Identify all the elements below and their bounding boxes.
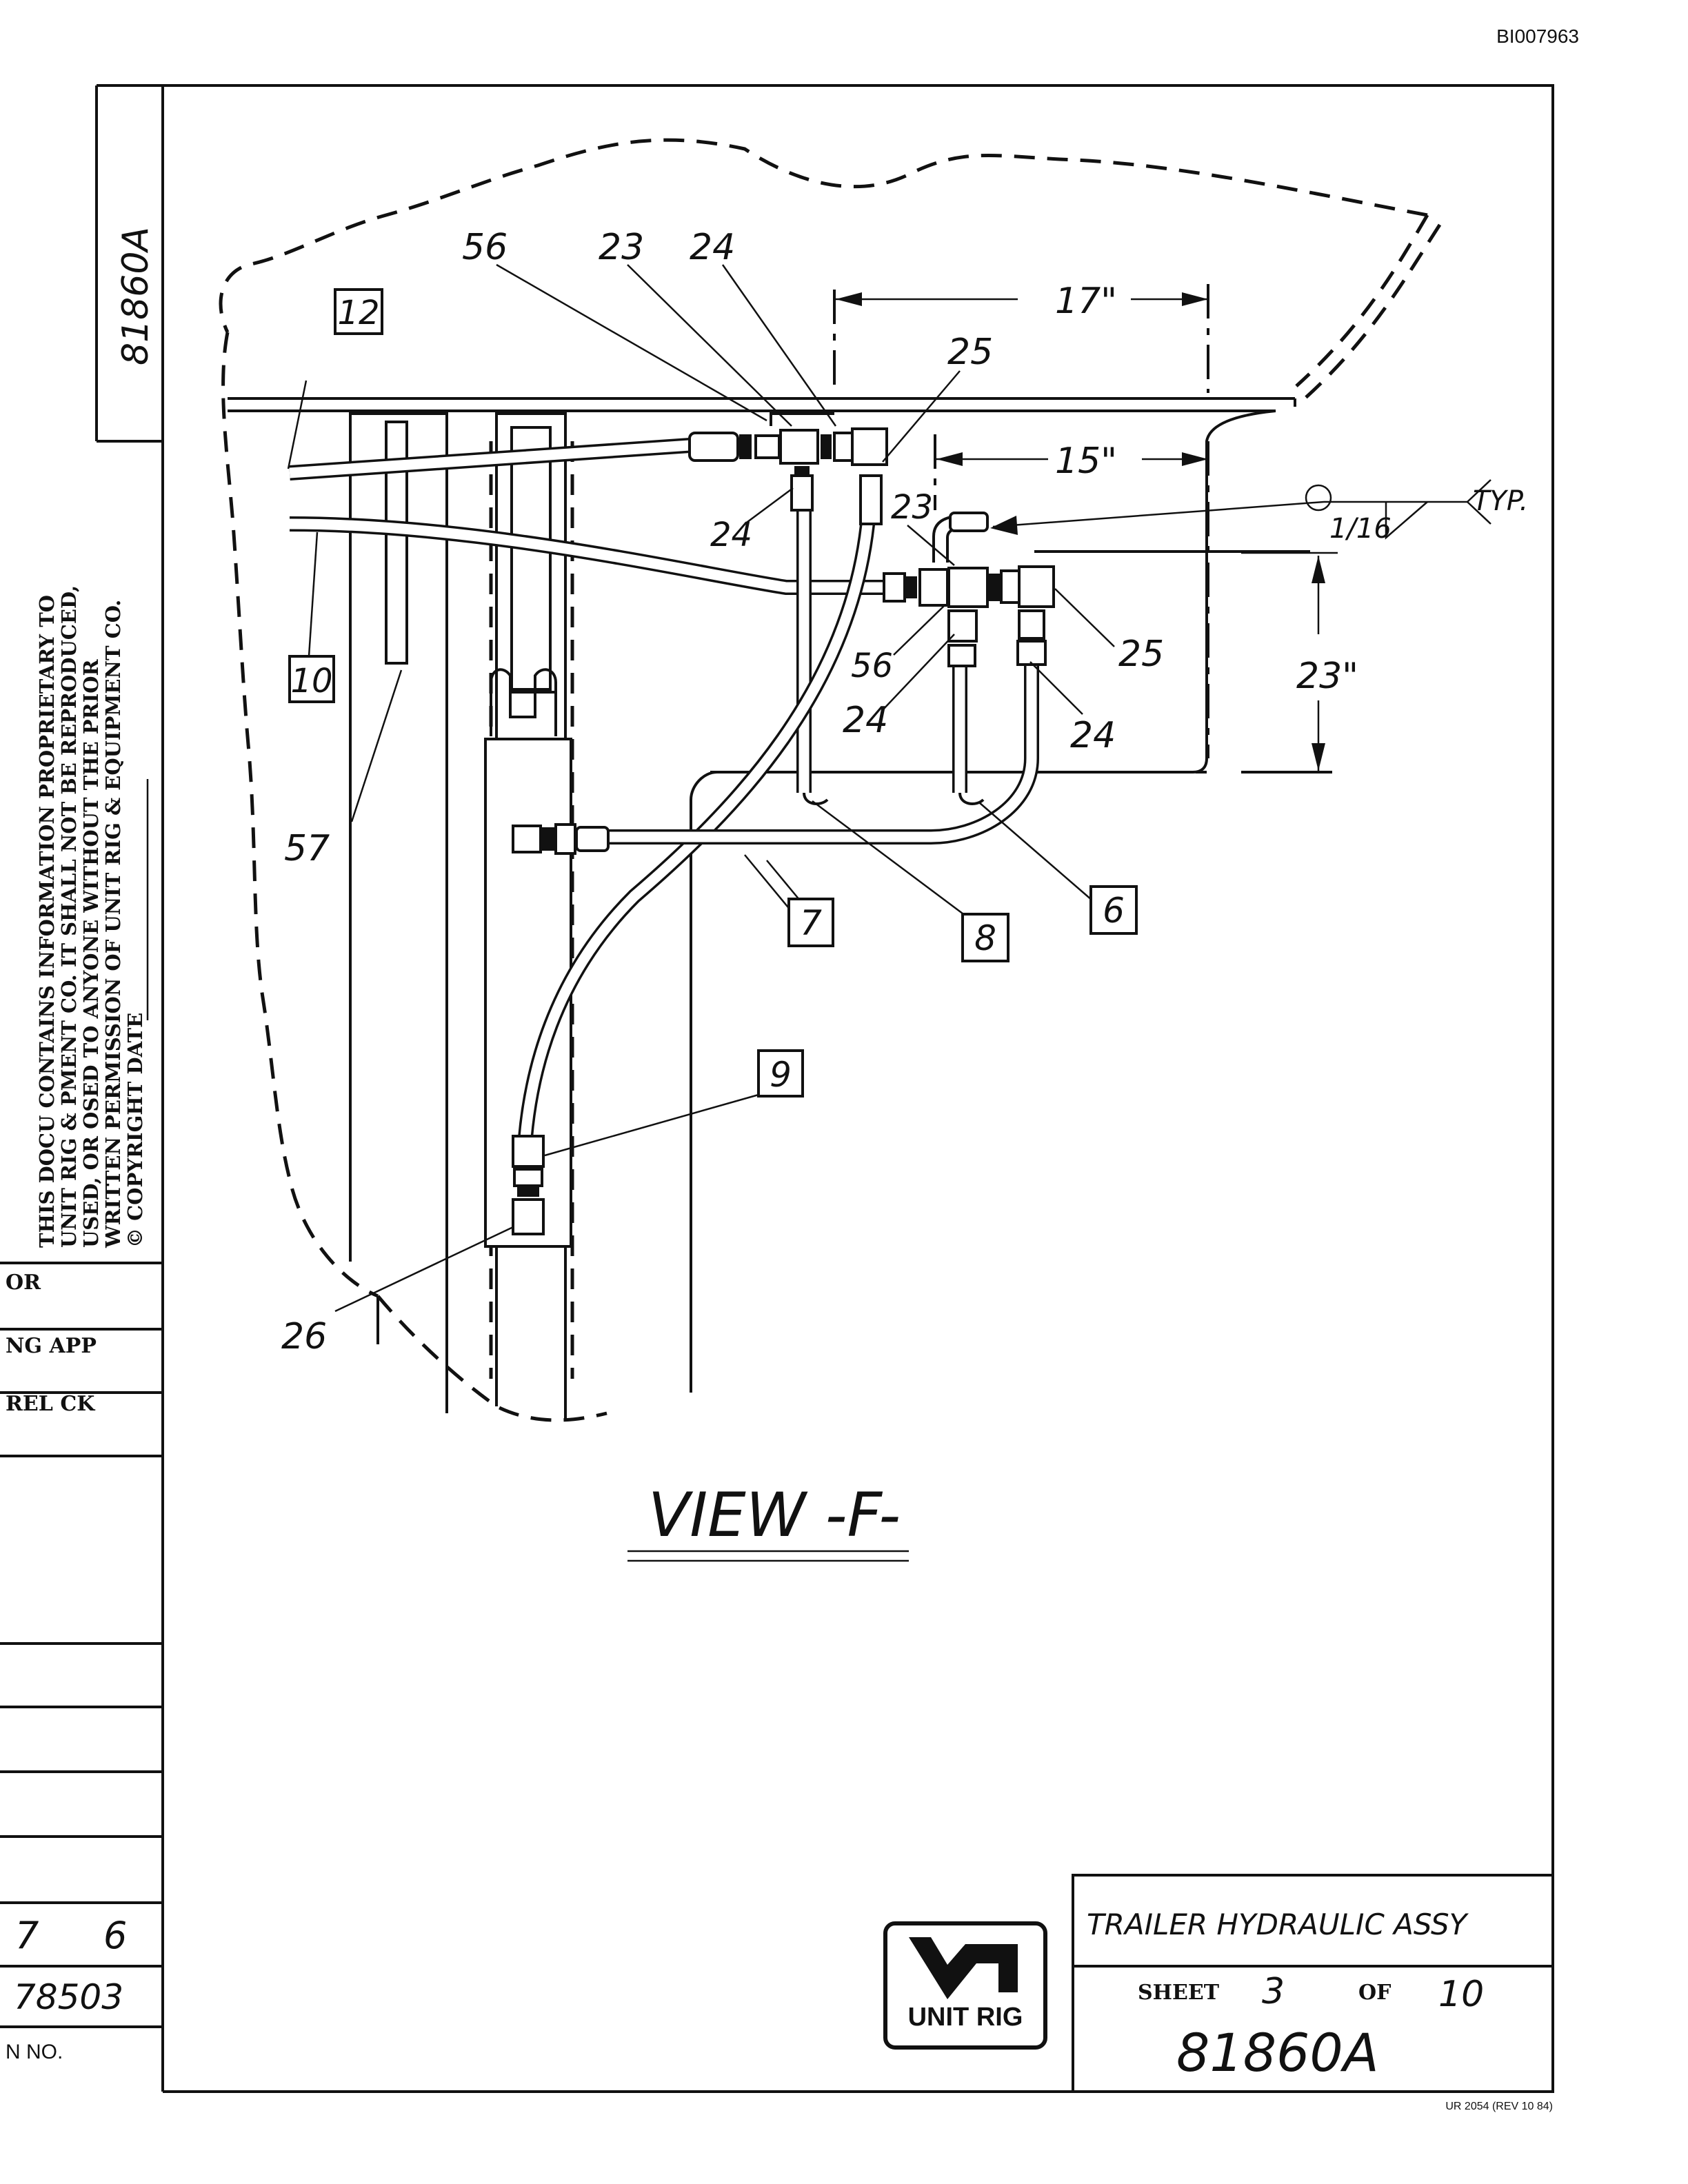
frame-structure: [228, 397, 1332, 1420]
callout-24-upper: 24: [690, 227, 735, 268]
dim-15: 15": [1055, 441, 1117, 482]
weld-typ-note: TYP.: [1473, 485, 1528, 517]
callout-57: 57: [284, 828, 330, 869]
upper-fitting-cluster: [688, 412, 888, 525]
dim-17: 17": [1055, 281, 1117, 322]
callout-numbers: 56 23 24 25 24 23 56 24 24 25 57 26: [281, 227, 1164, 1357]
svg-text:THIS DOCU CONTAINS IN: THIS DOCU CONTAINS INFORMATION PROPRIETA…: [35, 595, 59, 1248]
svg-text:WRITTEN PERMISSION OF UNIT RIG: WRITTEN PERMISSION OF UNIT RIG & EQUIPME…: [101, 600, 125, 1248]
sheet-total: 10: [1438, 1974, 1484, 2015]
callout-23-lower: 23: [891, 488, 933, 527]
left-rev-b: 6: [103, 1914, 127, 1957]
left-number-label: N NO.: [6, 2041, 63, 2063]
dim-23: 23": [1296, 656, 1358, 697]
sheet-label: SHEET: [1138, 1981, 1220, 2005]
item-box-6: 6: [1103, 891, 1125, 931]
callout-25-lower: 25: [1118, 634, 1164, 675]
left-number: 78503: [14, 1977, 123, 2017]
frame-phantom-outline: [219, 138, 1442, 1422]
lower-fitting-cluster: [883, 512, 1055, 667]
title-block-drawing-number: 81860A: [1176, 2022, 1379, 2083]
leader-lines: [287, 263, 1115, 1313]
sheet-number: 3: [1262, 1971, 1285, 2012]
weld-size: 1/16: [1329, 513, 1391, 545]
form-code: UR 2054 (REV 10 84): [1445, 2101, 1553, 2112]
callout-24-lower-left: 24: [843, 700, 888, 741]
dimension-lines: [834, 292, 1338, 771]
unit-rig-logo: UNIT RIG: [883, 1921, 1047, 2050]
item-box-7: 7: [800, 903, 822, 943]
item-box-8: 8: [974, 918, 996, 958]
left-rev-a: 7: [15, 1914, 39, 1957]
callout-56-upper: 56: [462, 227, 508, 268]
item-boxes: 12 10 7 8 6 9: [288, 288, 1138, 1098]
proprietary-notice: THIS DOCU CONTAINS INFORMATION PROPRIETA…: [35, 585, 147, 1248]
svg-text:© COPYRIGHT DATE: © COPYRIGHT DATE: [123, 1013, 147, 1248]
item-box-9: 9: [770, 1055, 792, 1095]
weld-symbol: [990, 479, 1491, 540]
drawing-border: [95, 84, 1554, 2093]
document-code: BI007963: [1496, 26, 1579, 47]
callout-26: 26: [281, 1316, 327, 1357]
item-box-12: 12: [337, 294, 379, 332]
callout-24-left: 24: [710, 516, 752, 554]
block-fittings: [512, 823, 610, 1235]
svg-text:UNIT RIG & PMENT CO.: UNIT RIG & PMENT CO. IT SHALL NOT BE REP…: [57, 585, 81, 1248]
callout-25-upper: 25: [947, 332, 993, 373]
svg-text:UNIT RIG: UNIT RIG: [908, 2003, 1023, 2032]
left-row-check: REL CK: [6, 1392, 95, 1416]
item-box-10: 10: [290, 662, 332, 700]
hoses: [289, 438, 1039, 1138]
view-title: VIEW -F-: [648, 1479, 901, 1550]
svg-text:USED, OR OSED TO ANYO: USED, OR OSED TO ANYONE WITHOUT THE PRIO…: [79, 658, 103, 1248]
callout-23-upper: 23: [599, 227, 644, 268]
callout-24-lower-right: 24: [1070, 715, 1116, 756]
left-row-approval: NG APP: [6, 1334, 97, 1358]
left-revision-block: OR NG APP REL CK 7 6 78503 N NO.: [0, 1262, 163, 2063]
of-label: OF: [1358, 1981, 1391, 2005]
vertical-drawing-number: 81860A: [115, 227, 157, 365]
title-block-title: TRAILER HYDRAULIC ASSY: [1087, 1908, 1469, 1941]
callout-56-lower: 56: [851, 647, 893, 685]
title-block: TRAILER HYDRAULIC ASSY SHEET 3 OF 10 818…: [1072, 1874, 1554, 2093]
left-row-or: OR: [6, 1271, 41, 1295]
